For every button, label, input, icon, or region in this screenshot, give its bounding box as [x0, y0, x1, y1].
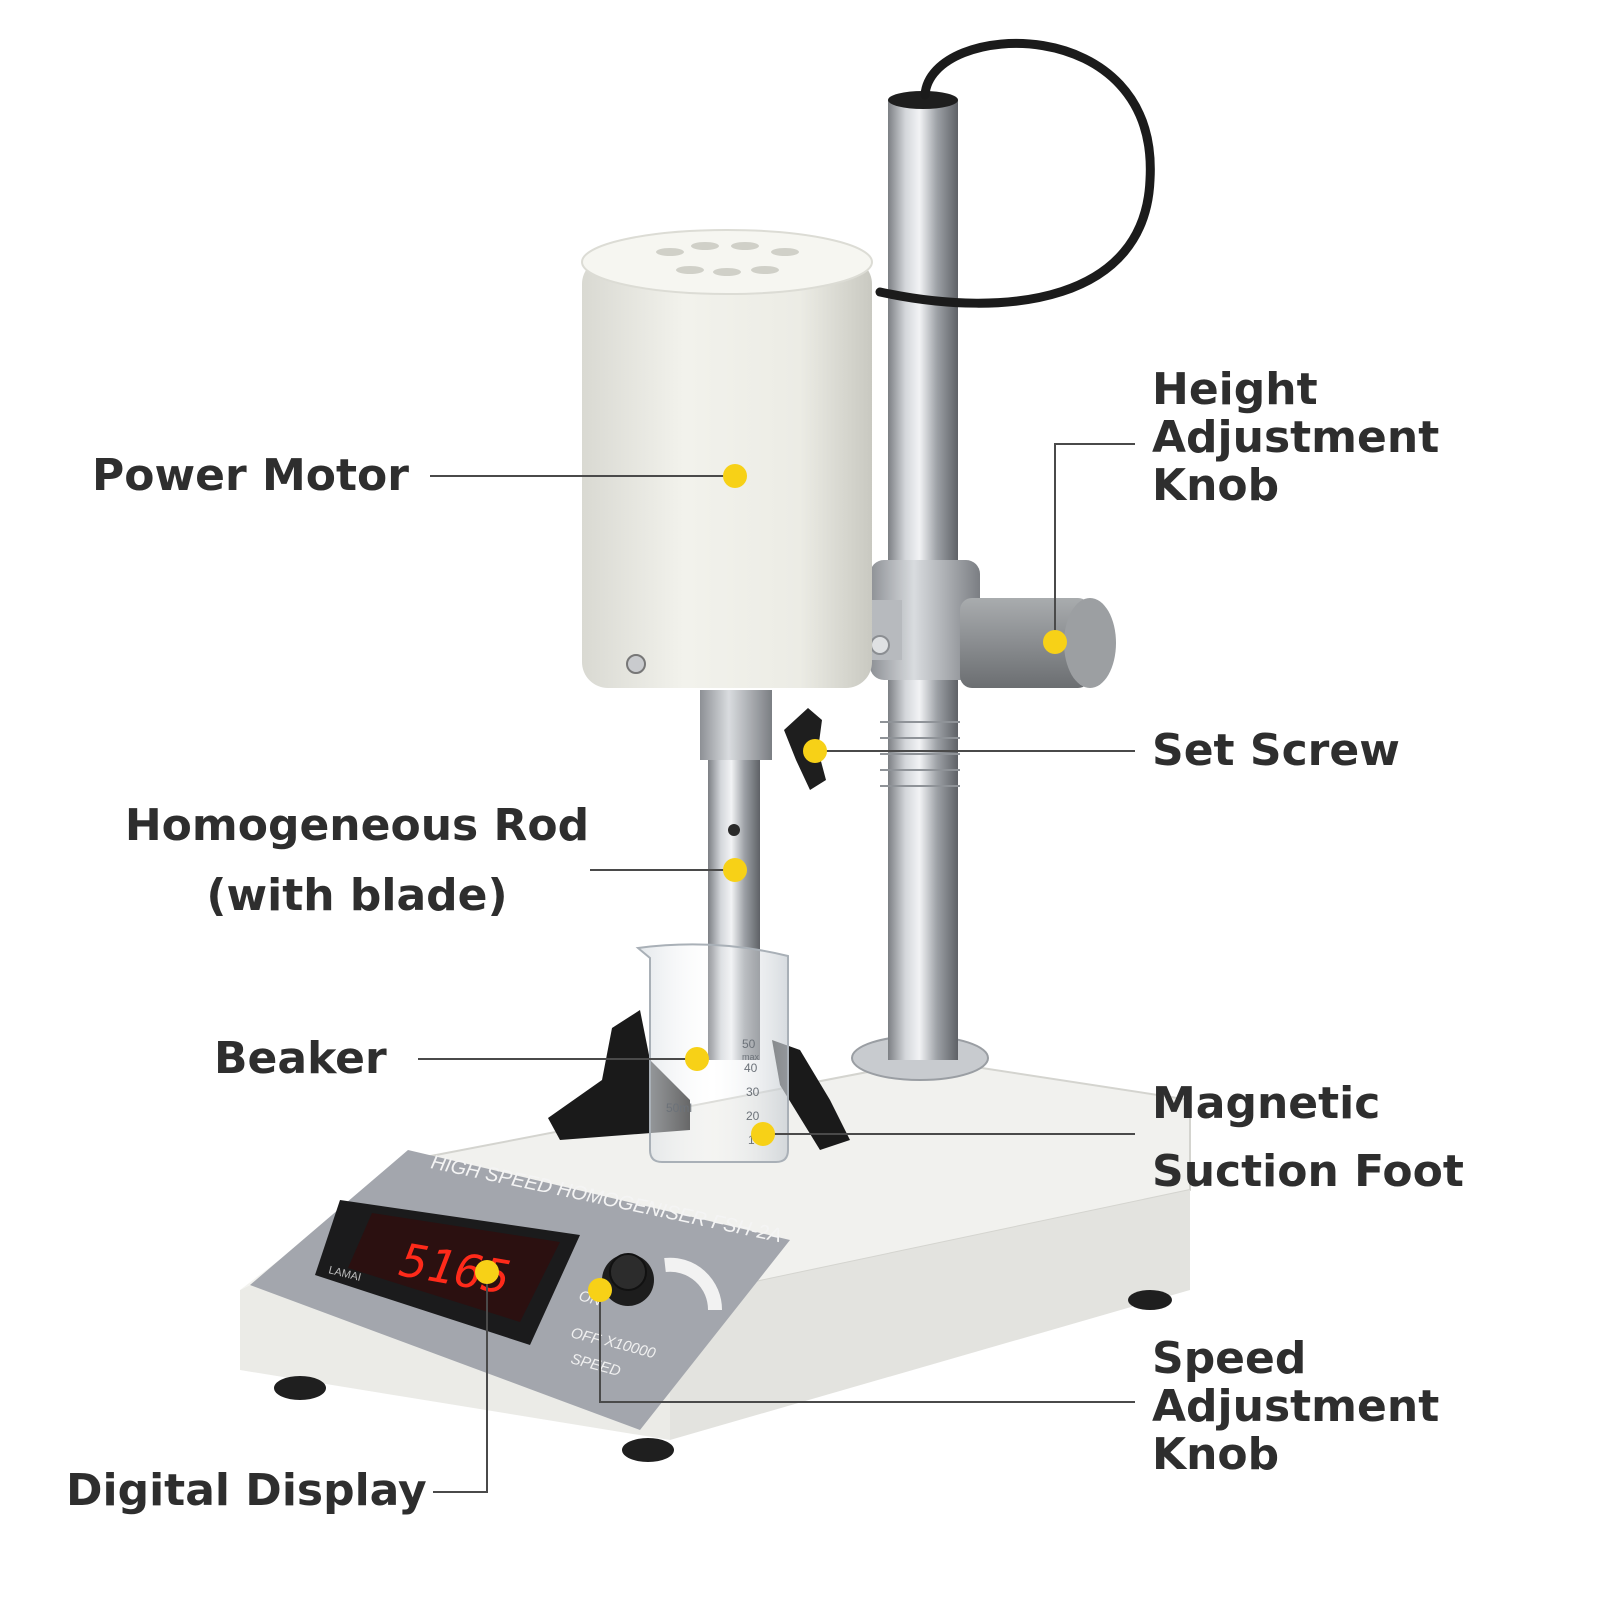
label-height-knob: Height Adjustment Knob — [1152, 366, 1439, 510]
display-window — [348, 1213, 560, 1322]
label-set-screw: Set Screw — [1152, 725, 1400, 776]
label-magnetic-foot-line2: Suction Foot — [1152, 1146, 1464, 1197]
label-magnetic-foot-line1: Magnetic — [1152, 1078, 1381, 1129]
beaker-mark-40: 40 — [744, 1061, 758, 1075]
height-knob-body — [960, 598, 1090, 688]
dot-magnetic-foot — [751, 1122, 775, 1146]
motor-top — [581, 229, 873, 295]
label-homogeneous-rod: Homogeneous Rod (with blade) — [122, 802, 592, 920]
rod-chuck — [700, 690, 772, 760]
dot-set-screw — [803, 739, 827, 763]
dot-power-motor — [723, 464, 747, 488]
foot — [274, 1376, 326, 1400]
label-magnetic-foot: Magnetic Suction Foot — [1152, 1080, 1464, 1196]
beaker-volume: 50ml — [666, 1101, 692, 1115]
beaker-max: max — [742, 1052, 760, 1062]
label-digital-display: Digital Display — [66, 1465, 427, 1516]
clamp-bolt — [870, 635, 890, 655]
speed-knob-cap — [609, 1253, 647, 1291]
power-cable — [875, 38, 1155, 308]
motor-vent-holes — [656, 242, 799, 276]
leader-height-knob — [1054, 443, 1135, 642]
label-power-motor: Power Motor — [92, 450, 409, 501]
dot-homogeneous-rod — [723, 858, 747, 882]
label-height-knob-line2: Adjustment — [1152, 412, 1440, 463]
label-homogeneous-rod-line1: Homogeneous Rod — [124, 800, 590, 851]
motor-screw — [626, 654, 646, 674]
label-height-knob-line3: Knob — [1152, 460, 1280, 511]
leader-digital-display — [433, 1272, 488, 1493]
rod-hole — [728, 824, 740, 836]
label-speed-knob-line3: Knob — [1152, 1429, 1280, 1480]
label-beaker: Beaker — [214, 1033, 387, 1084]
height-knob-face — [1064, 598, 1116, 688]
label-height-knob-line1: Height — [1152, 364, 1318, 415]
dot-speed-knob — [588, 1278, 612, 1302]
dot-digital-display — [475, 1260, 499, 1284]
beaker-mark-50: 50 — [742, 1037, 756, 1051]
leader-speed-knob — [599, 1296, 1135, 1403]
callout-dots — [475, 464, 1067, 1302]
speed-dial-arc — [664, 1257, 723, 1311]
label-speed-knob-line1: Speed — [1152, 1333, 1307, 1384]
foot — [622, 1438, 674, 1462]
label-speed-knob: Speed Adjustment Knob — [1152, 1335, 1439, 1479]
beaker — [635, 943, 789, 1163]
column-top — [888, 91, 958, 109]
dot-beaker — [685, 1047, 709, 1071]
column-grooves — [880, 721, 960, 787]
beaker-mark-20: 20 — [746, 1109, 760, 1123]
label-homogeneous-rod-line2: (with blade) — [206, 870, 508, 921]
foot — [1128, 1290, 1172, 1310]
magnetic-foot-right — [772, 1040, 850, 1150]
beaker-mark-30: 30 — [746, 1085, 760, 1099]
label-speed-knob-line2: Adjustment — [1152, 1381, 1440, 1432]
base-side-face — [670, 1100, 1190, 1440]
dot-height-knob — [1043, 630, 1067, 654]
leader-lines — [418, 443, 1135, 1493]
